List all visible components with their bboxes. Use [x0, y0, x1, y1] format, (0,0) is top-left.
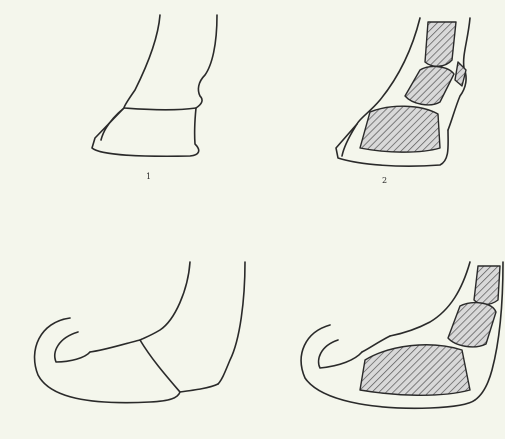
- fig3-hoof-top: [90, 340, 140, 352]
- fig3-leg-front: [140, 262, 190, 340]
- fig1-leg-front: [124, 15, 160, 108]
- fig2-coffin-bone: [360, 106, 440, 152]
- fig2-cannon-bone: [425, 22, 456, 66]
- figure-1-normal-hoof-outline: [92, 15, 217, 156]
- fig4-pastern-bone: [448, 303, 496, 347]
- fig1-coronet: [101, 108, 124, 140]
- figure-3-overgrown-hoof-outline: [35, 262, 245, 403]
- fig4-hoof-top: [362, 336, 390, 352]
- fig3-toe-curl-inner: [55, 332, 90, 362]
- fig4-coffin-bone: [360, 345, 470, 395]
- fig1-leg-back: [196, 15, 217, 108]
- fig2-inner-wall: [342, 124, 357, 156]
- fig1-hoof-top: [124, 108, 196, 110]
- figure-2-normal-hoof-bones: [336, 18, 470, 166]
- figure-4-overgrown-hoof-bones: [301, 262, 503, 408]
- fig1-hoof-wall: [92, 108, 199, 156]
- fig2-pastern-bone: [405, 67, 454, 105]
- fig4-cannon-bone: [474, 266, 500, 305]
- fig4-toe-curl-inner: [319, 340, 362, 368]
- figure-1-label: 1: [146, 173, 151, 181]
- figure-2-label: 2: [382, 177, 387, 185]
- fig3-heel: [140, 340, 218, 392]
- fig3-leg-back: [218, 262, 245, 384]
